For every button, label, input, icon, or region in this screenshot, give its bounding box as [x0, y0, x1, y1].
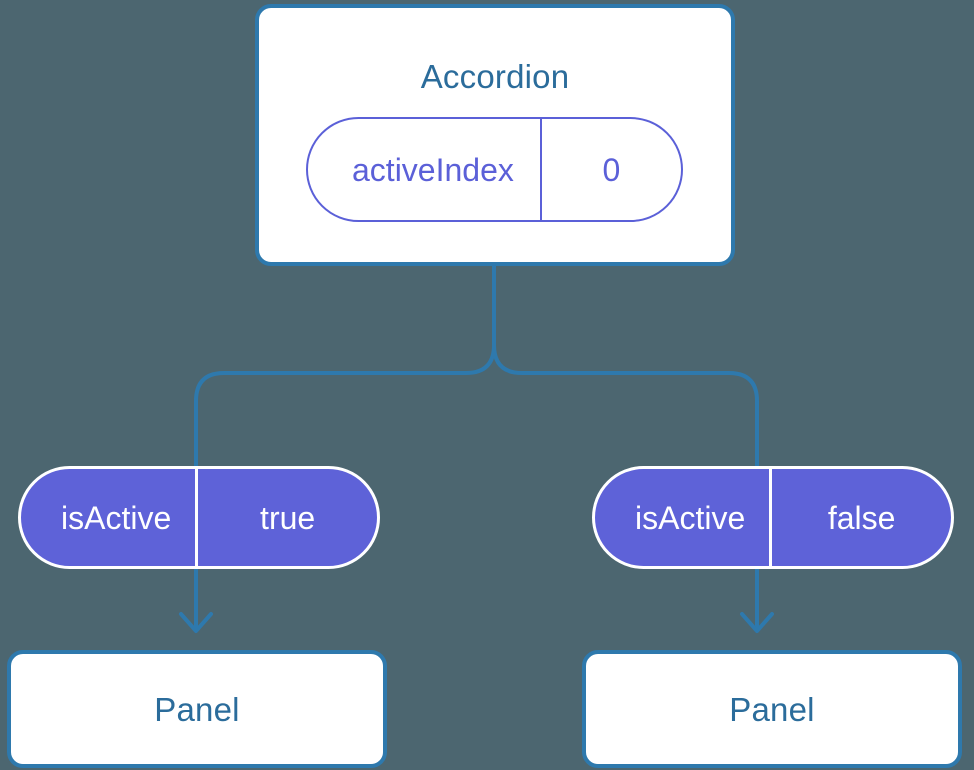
panel-node-title-left: Panel — [154, 690, 240, 728]
accordion-node-title: Accordion — [420, 58, 570, 95]
panel-node-card-left[interactable]: Panel — [7, 650, 387, 768]
prop-pill-active-index[interactable]: activeIndex 0 — [306, 117, 683, 222]
prop-pill-active-index-value: 0 — [539, 119, 681, 220]
prop-pill-is-active-left-key: isActive — [61, 499, 172, 536]
tree-branch-connector-right — [492, 264, 759, 470]
right-arrow-head-icon — [740, 612, 774, 633]
left-arrow-head-icon — [179, 612, 213, 633]
tree-branch-connector — [194, 264, 496, 470]
panel-node-title-right: Panel — [729, 690, 815, 728]
panel-node-card-right[interactable]: Panel — [582, 650, 962, 768]
prop-pill-active-index-key: activeIndex — [352, 151, 514, 188]
prop-pill-is-active-right-value: false — [769, 469, 951, 566]
prop-pill-is-active-left-value: true — [195, 469, 377, 566]
prop-pill-is-active-right-key: isActive — [635, 499, 746, 536]
prop-pill-is-active-left[interactable]: isActive true — [18, 466, 380, 569]
prop-pill-is-active-right[interactable]: isActive false — [592, 466, 954, 569]
